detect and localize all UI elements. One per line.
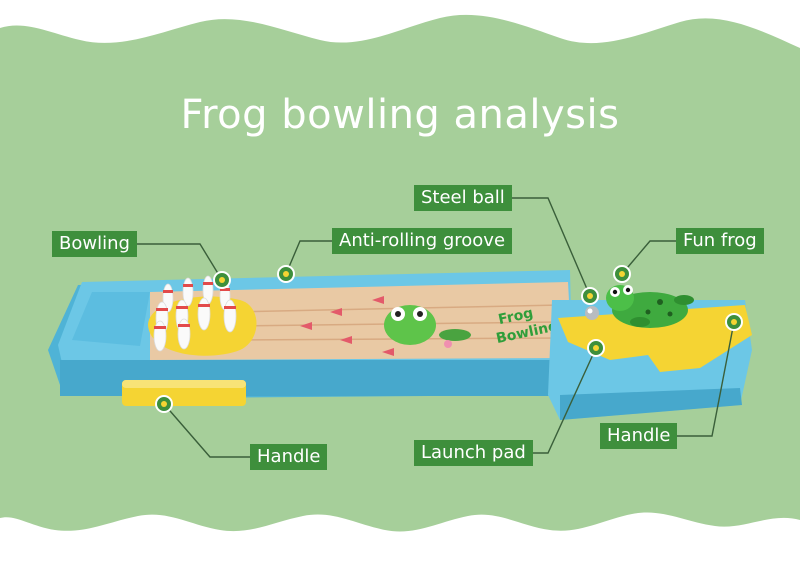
frog-toy bbox=[606, 285, 694, 328]
launch-pad-shape bbox=[558, 305, 752, 372]
callout-fun-frog: Fun frog bbox=[676, 228, 764, 254]
lane-arrows bbox=[300, 296, 394, 356]
callout-bowling: Bowling bbox=[52, 231, 137, 257]
launcher-front bbox=[560, 388, 742, 420]
bowling-pins bbox=[153, 275, 237, 352]
top-wave bbox=[0, 0, 800, 48]
callout-handle-left: Handle bbox=[250, 444, 328, 470]
lane-frog-art bbox=[384, 305, 471, 348]
callout-steel-ball: Steel ball bbox=[414, 185, 512, 211]
callout-anti-rolling-groove: Anti-rolling groove bbox=[332, 228, 513, 254]
toy-logo-text: Frog bbox=[497, 305, 535, 328]
page-title: Frog bowling analysis bbox=[180, 92, 620, 138]
steel-ball-shape bbox=[585, 306, 599, 320]
ball-pocket bbox=[72, 292, 150, 346]
callout-handle-right: Handle bbox=[600, 423, 678, 449]
callout-launch-pad: Launch pad bbox=[414, 440, 533, 466]
leader-lines bbox=[128, 197, 735, 458]
bottom-wave bbox=[0, 512, 800, 569]
marker-dots bbox=[155, 265, 743, 413]
